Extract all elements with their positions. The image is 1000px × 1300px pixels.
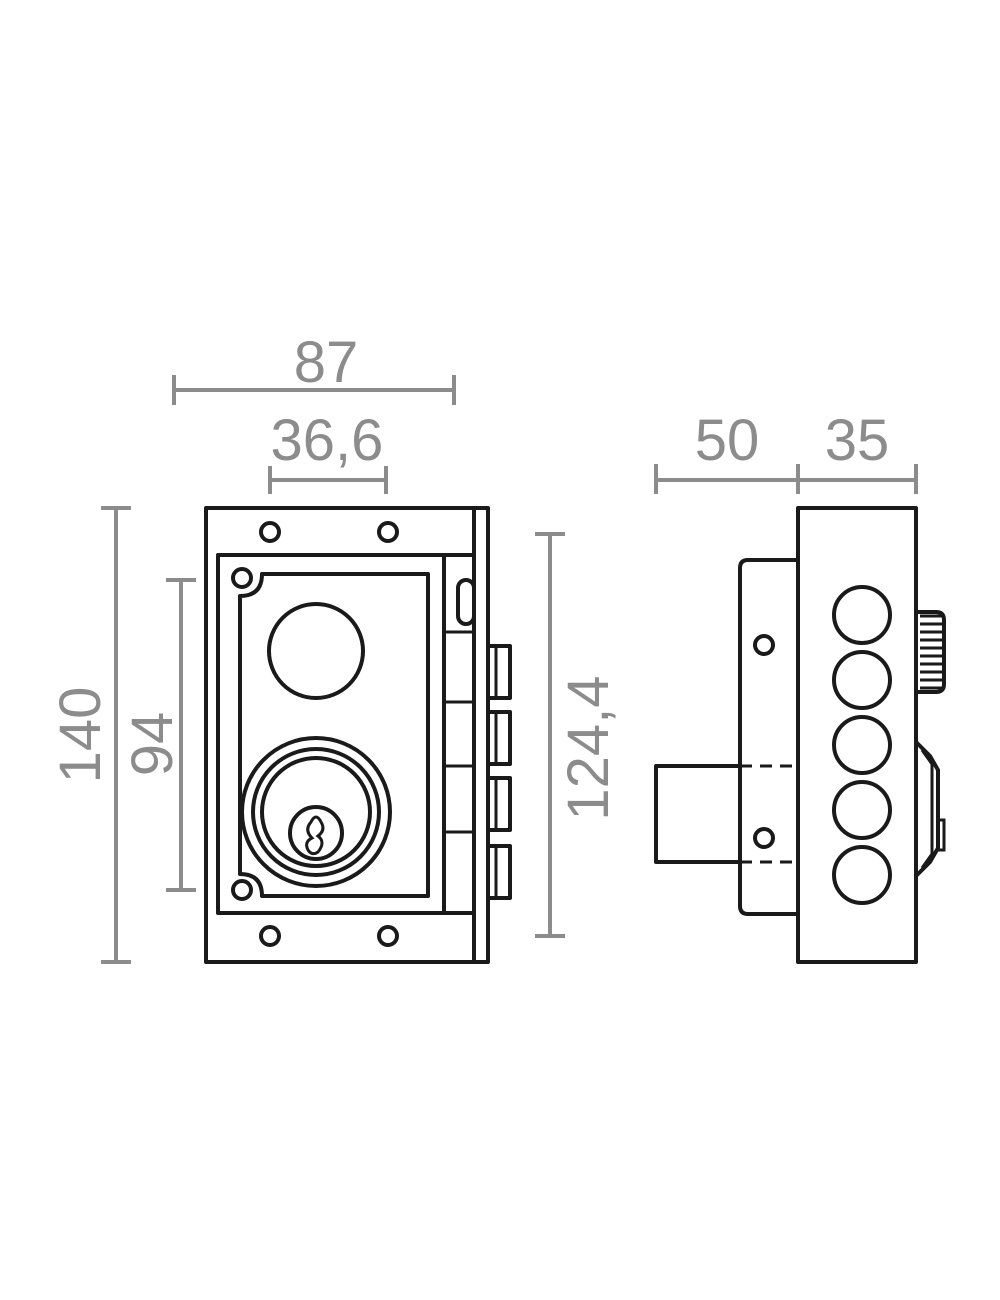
keyhole-icon — [305, 815, 325, 856]
bolt-hole-icon — [832, 845, 892, 905]
corner-screw-icon — [231, 567, 253, 589]
bolt-hole-icon — [832, 780, 892, 840]
cylinder-cap — [936, 818, 946, 852]
cylinder-outer-ring — [240, 736, 392, 888]
screw-hole-icon — [259, 521, 281, 543]
dim-cylinder-spacing: 36,6 — [268, 408, 388, 494]
dim-height-total: 140 — [48, 506, 131, 964]
latch-top — [456, 578, 476, 626]
inner-panel — [238, 572, 430, 898]
screw-hole-icon — [259, 925, 281, 947]
dim-width-total: 87 — [172, 330, 456, 405]
bolt-hole-icon — [832, 585, 892, 645]
dim-label-width-total: 87 — [294, 330, 359, 395]
upper-knob — [267, 602, 365, 700]
bolt-3 — [486, 776, 512, 832]
inner-frame — [216, 553, 446, 915]
screw-hole-icon — [377, 521, 399, 543]
bolt-1 — [486, 644, 512, 700]
corner-screw-icon — [231, 879, 253, 901]
dim-label-depth-case: 50 — [695, 408, 760, 473]
front-view — [204, 506, 512, 964]
bolt-channel — [442, 553, 476, 915]
lock-case — [796, 506, 918, 964]
dim-inner-height: 94 — [120, 578, 196, 892]
cylinder-inner-ring — [260, 756, 372, 868]
dim-label-bolt-height: 124,4 — [556, 675, 621, 820]
screw-hole-icon — [377, 925, 399, 947]
cylinder-mid-ring — [251, 747, 381, 877]
knurled-knob — [914, 610, 946, 694]
screw-hole-icon — [753, 634, 775, 656]
dim-depth: 50 35 — [654, 408, 918, 494]
bolt-2 — [486, 710, 512, 766]
cylinder-profile — [914, 740, 940, 878]
mounting-plate — [738, 558, 800, 916]
dim-label-cylinder-spacing: 36,6 — [271, 408, 384, 473]
bolt-extension — [654, 764, 742, 864]
bolt-hole-icon — [832, 715, 892, 775]
dim-bolt-height: 124,4 — [535, 532, 621, 938]
dim-label-height-total: 140 — [48, 687, 113, 784]
dim-label-depth-knob: 35 — [825, 408, 890, 473]
bolt-4 — [486, 844, 512, 900]
side-view — [654, 506, 946, 964]
cylinder-core — [288, 805, 344, 861]
dim-label-inner-height: 94 — [120, 712, 185, 777]
screw-hole-icon — [753, 827, 775, 849]
bolt-hole-icon — [832, 650, 892, 710]
